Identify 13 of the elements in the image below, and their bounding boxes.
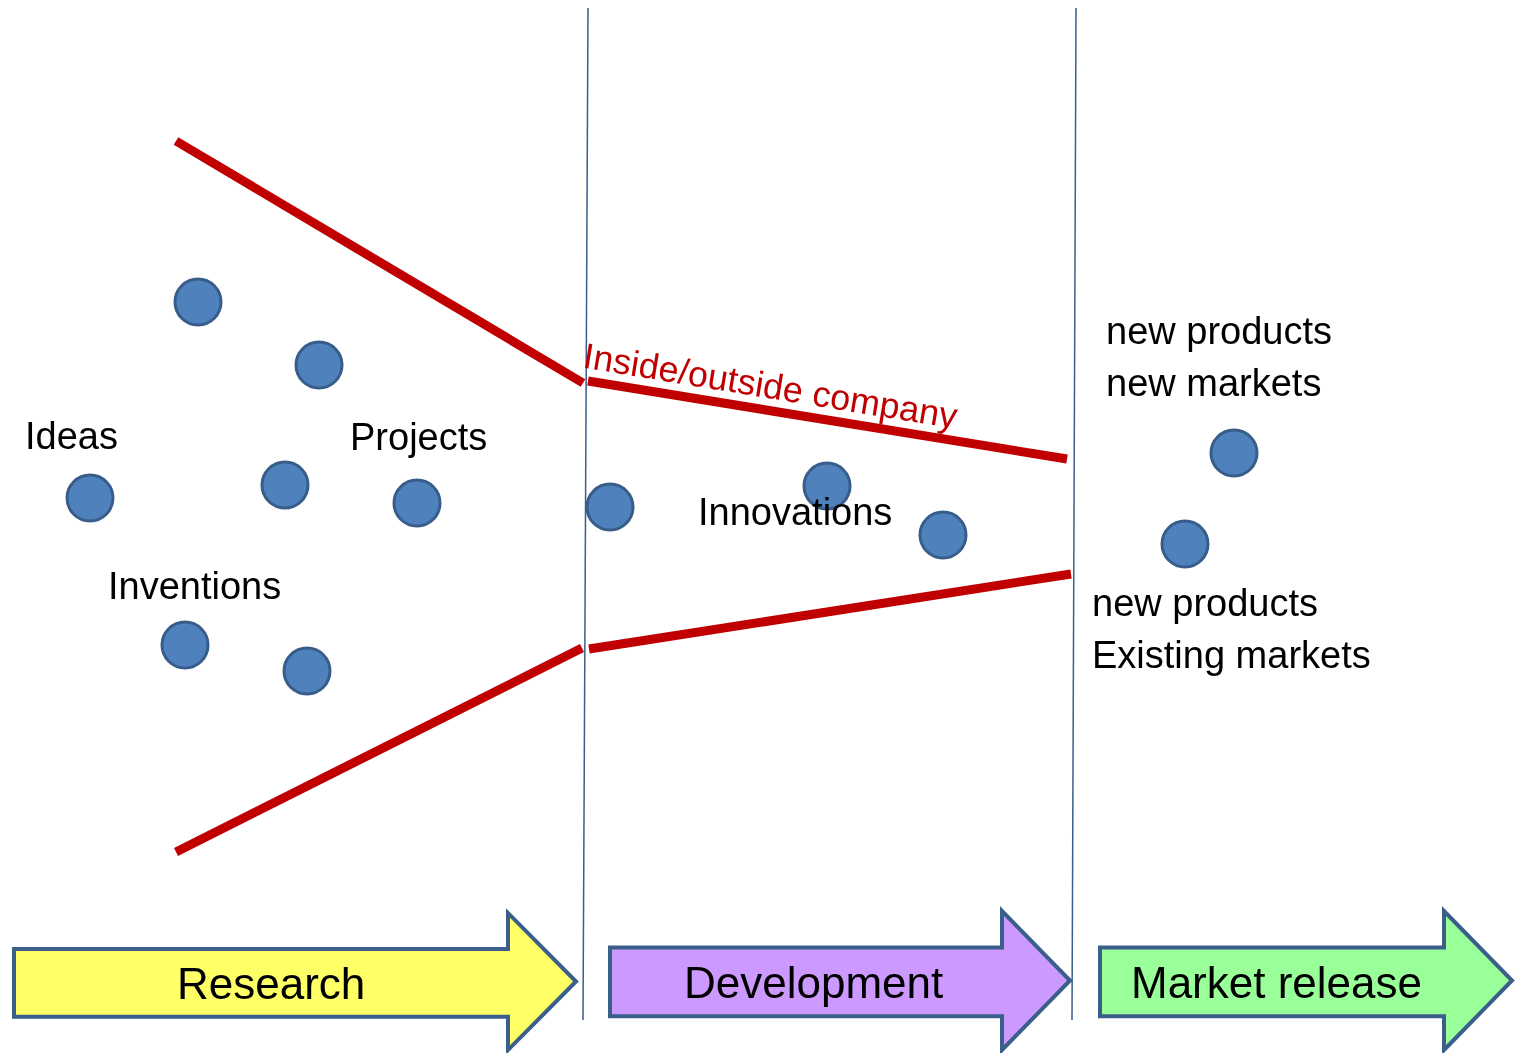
outcome-label: new products new markets xyxy=(1106,309,1333,406)
stage-item-label: Innovations xyxy=(698,490,893,535)
stage-label: Research xyxy=(177,961,366,1006)
outcome-label: new products Existing markets xyxy=(1092,581,1372,678)
phase-chevron-shape xyxy=(1098,909,1514,1052)
stage-item-label: Projects xyxy=(350,415,488,460)
boundary-label: Inside/outside company xyxy=(579,333,962,439)
phase-chevron-shape xyxy=(608,909,1072,1052)
stage-item-label: Inventions xyxy=(108,564,282,609)
phase-chevron-shape xyxy=(12,911,578,1052)
stage-item-label: Ideas xyxy=(25,414,118,459)
stage-label: Market release xyxy=(1131,960,1422,1005)
stage-label: Development xyxy=(684,960,944,1005)
